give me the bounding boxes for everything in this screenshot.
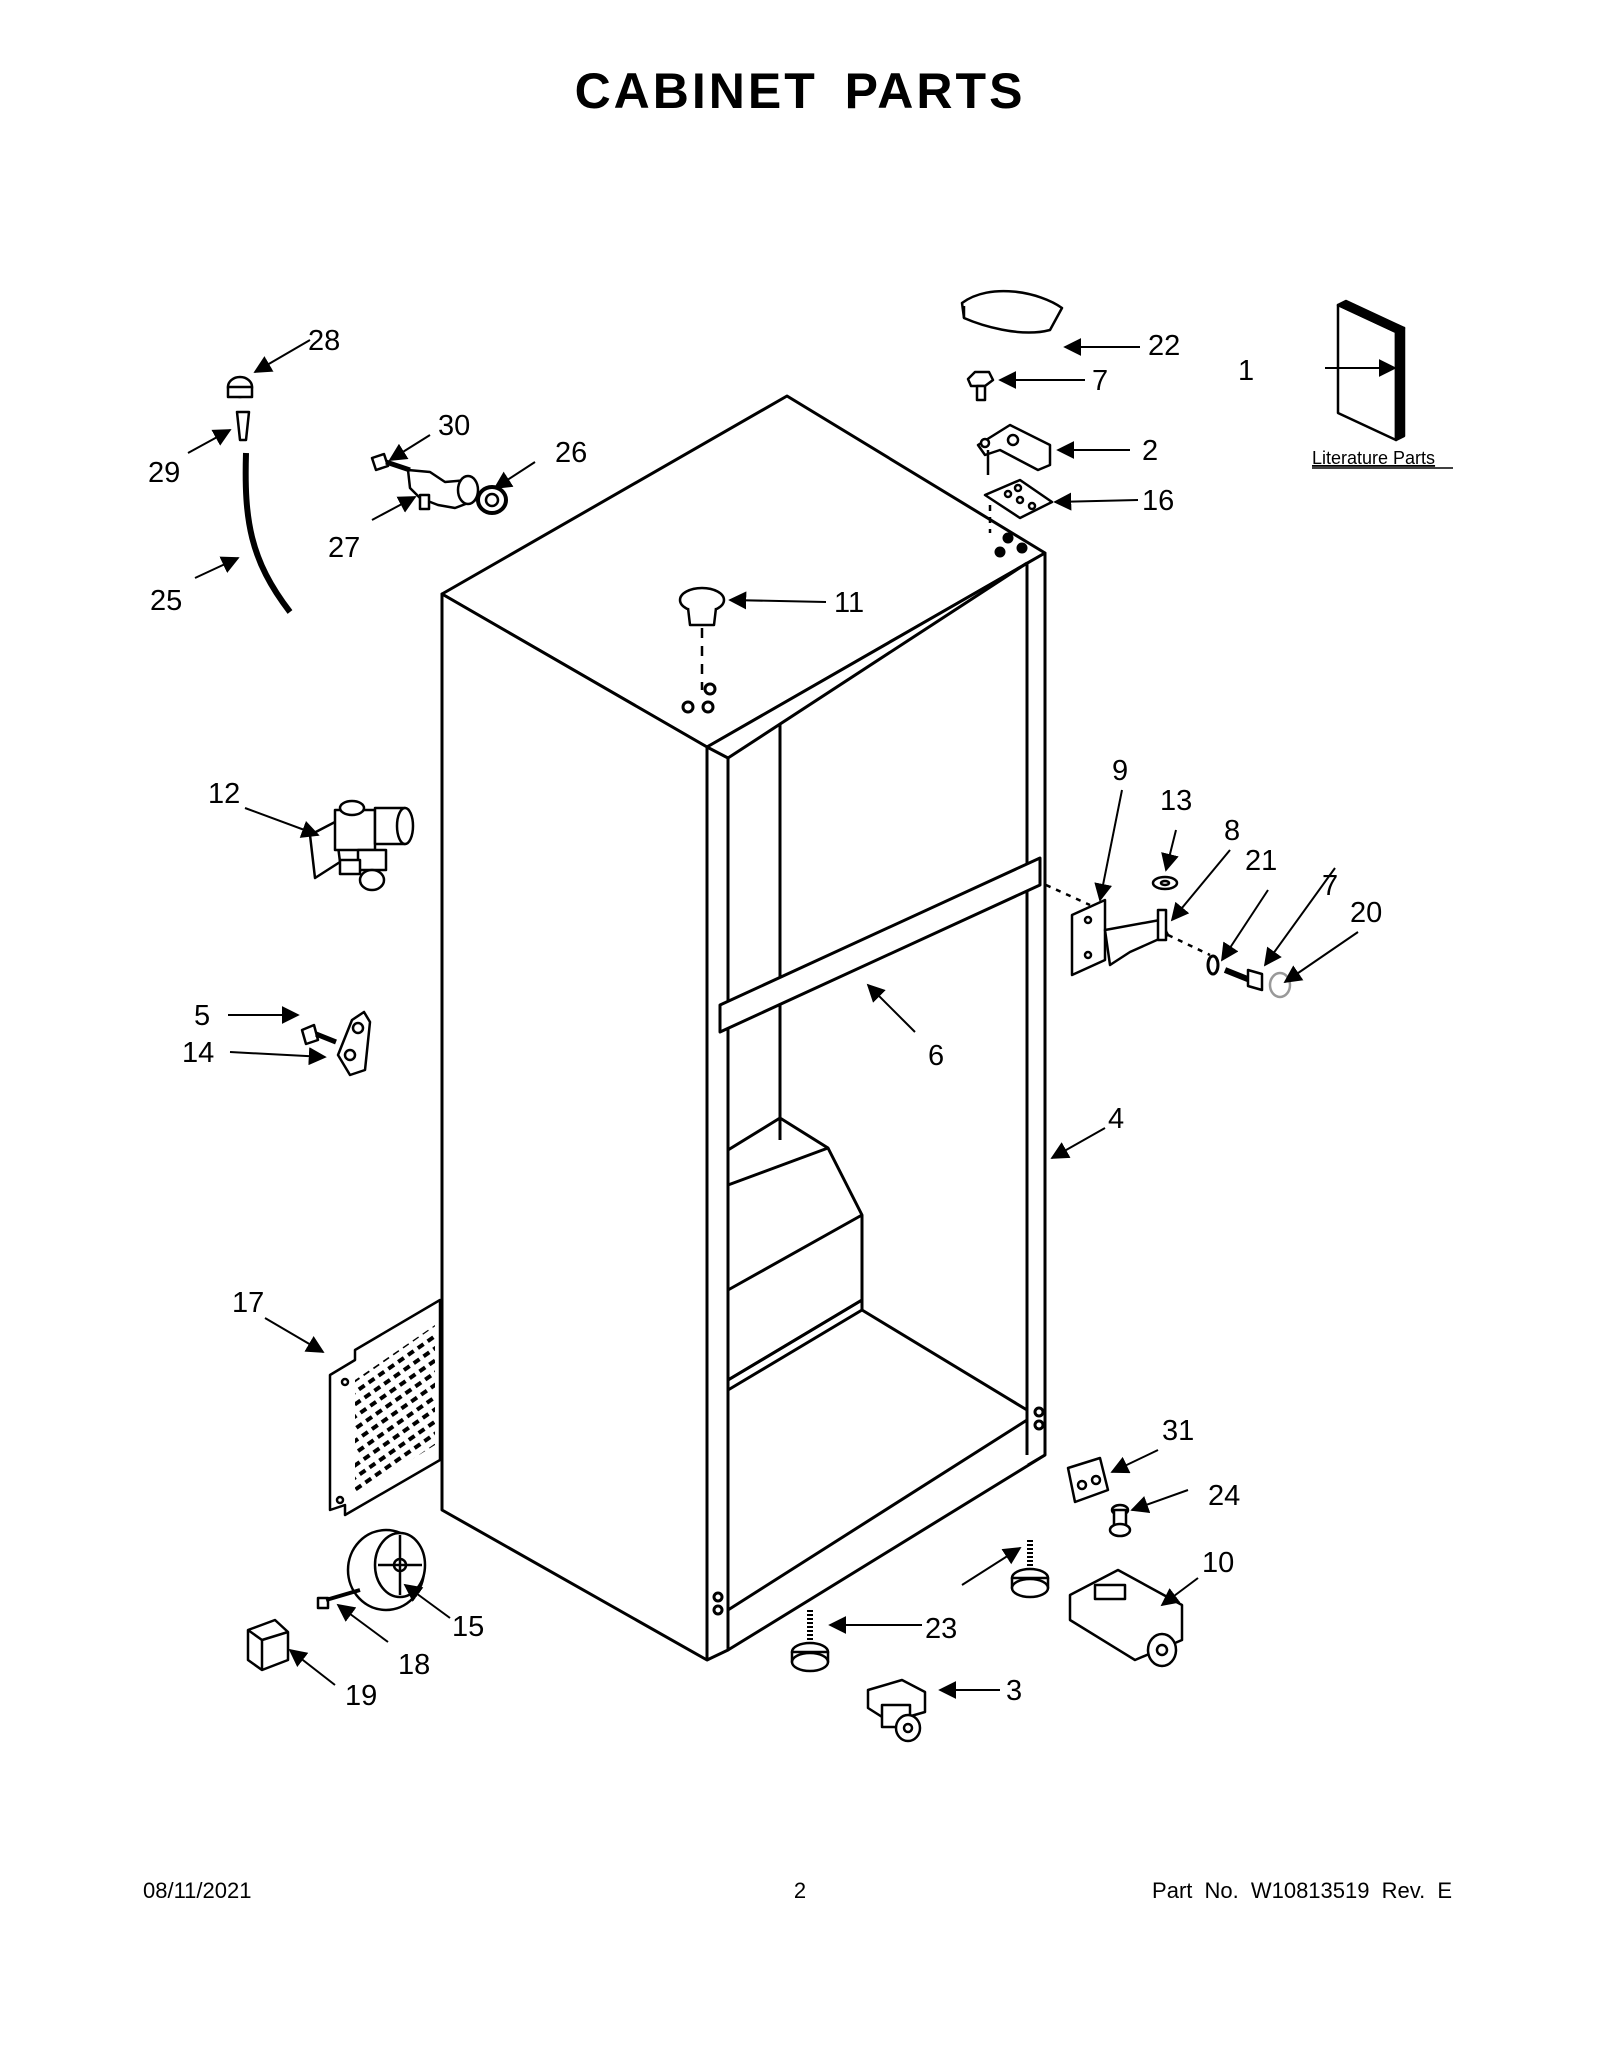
washer-icon: [1206, 954, 1220, 976]
screw-cap-icon: [1268, 971, 1292, 999]
plug-button-icon: [678, 586, 726, 627]
callout-5: 5: [194, 1000, 210, 1032]
callout-14: 14: [182, 1037, 214, 1069]
screw-icon: [1108, 1503, 1132, 1538]
callout-26: 26: [555, 437, 587, 469]
foot-pad-icon: [246, 1618, 290, 1672]
callout-23: 23: [925, 1613, 957, 1645]
callout-25: 25: [150, 585, 182, 617]
callout-4: 4: [1108, 1103, 1124, 1135]
clamp-icon: [226, 375, 254, 399]
callout-30: 30: [438, 410, 470, 442]
leveling-leg-icon: [1010, 1540, 1050, 1599]
literature-parts-label: Literature Parts: [1312, 448, 1435, 468]
washer-icon: [1151, 875, 1179, 891]
callout-1: 1: [1238, 355, 1254, 387]
callout-17: 17: [232, 1287, 264, 1319]
cabinet: [440, 394, 1047, 1662]
hinge-shim-icon: [983, 478, 1054, 520]
callout-13: 13: [1160, 785, 1192, 817]
front-roller-bracket-icon: [1068, 1568, 1184, 1668]
pad-icon: [1066, 1456, 1110, 1504]
screw-icon: [300, 1023, 337, 1046]
literature-parts-icon: [1336, 299, 1406, 442]
callout-28: 28: [308, 325, 340, 357]
callout-29: 29: [148, 457, 180, 489]
bracket-icon: [336, 1010, 372, 1077]
page-title: CABINET PARTS: [574, 63, 1026, 119]
footer-date: 08/11/2021: [143, 1878, 252, 1903]
hinge-cap-icon: [960, 289, 1064, 334]
callout-8: 8: [1224, 815, 1240, 847]
grommet-icon: [476, 485, 508, 515]
callout-31: 31: [1162, 1415, 1194, 1447]
center-hinge-bracket-icon: [1070, 898, 1107, 977]
callout-7-top: 7: [1092, 365, 1108, 397]
callout-6: 6: [928, 1040, 944, 1072]
callout-3: 3: [1006, 1675, 1022, 1707]
callout-9: 9: [1112, 755, 1128, 787]
callout-15: 15: [452, 1611, 484, 1643]
screw-icon: [1223, 967, 1264, 992]
water-tube-icon: [242, 452, 293, 614]
footer-page-number: 2: [793, 1878, 807, 1903]
callout-11: 11: [834, 587, 864, 619]
rear-roller-icon: [866, 1678, 927, 1743]
callout-19: 19: [345, 1680, 377, 1712]
water-valve-icon: [308, 799, 415, 892]
callout-2: 2: [1142, 435, 1158, 467]
callout-22: 22: [1148, 330, 1180, 362]
leveling-leg-icon: [790, 1610, 830, 1673]
wheel-icon: [346, 1528, 427, 1612]
callout-20: 20: [1350, 897, 1382, 929]
tube-insert-icon: [235, 410, 251, 442]
callout-21: 21: [1245, 845, 1277, 877]
callout-16: 16: [1142, 485, 1174, 517]
screw-icon: [370, 452, 411, 473]
callout-18: 18: [398, 1649, 430, 1681]
top-hinge-icon: [976, 423, 1052, 475]
callout-12: 12: [208, 778, 240, 810]
callout-27: 27: [328, 532, 360, 564]
center-hinge-icon: [1103, 908, 1170, 967]
access-panel-icon: [328, 1298, 442, 1517]
callout-10: 10: [1202, 1547, 1234, 1579]
callout-7-side: 7: [1322, 870, 1338, 902]
footer-part-number: Part No. W10813519 Rev. E: [1152, 1878, 1452, 1903]
callout-24: 24: [1208, 1480, 1240, 1512]
axle-pin-icon: [316, 1588, 361, 1610]
screw-icon: [966, 370, 995, 402]
water-fitting-icon: [406, 468, 480, 511]
